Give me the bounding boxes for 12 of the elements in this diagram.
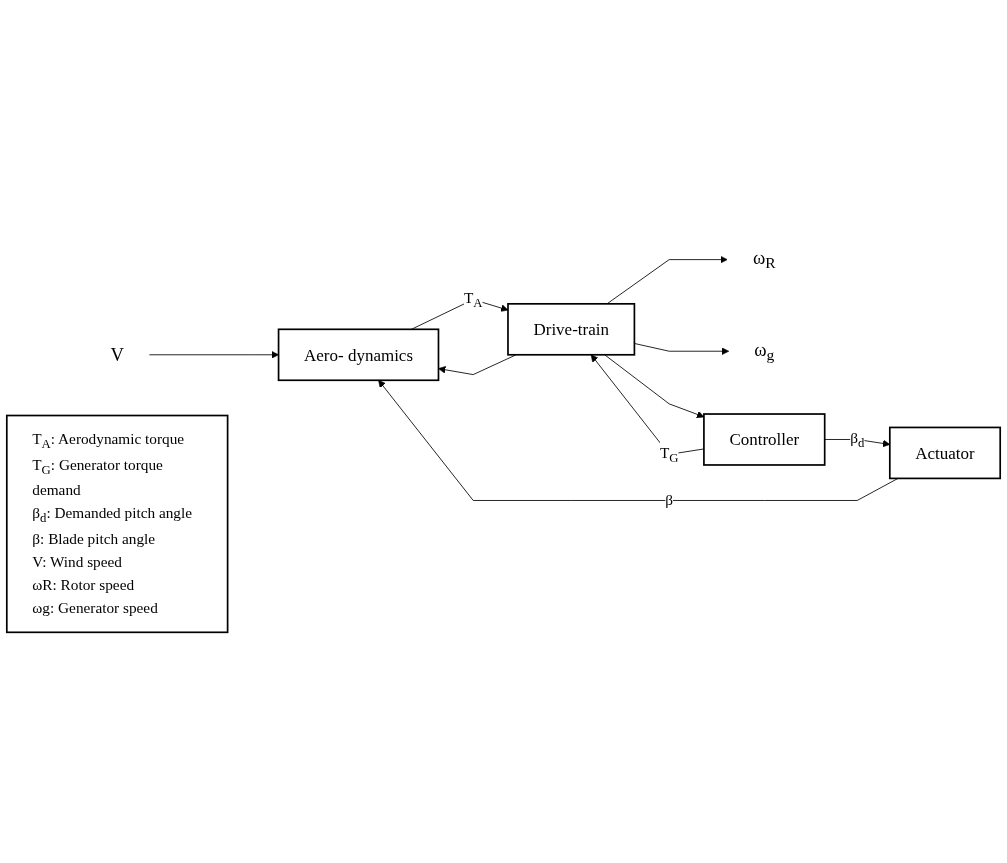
node-text: ω$_{g}$ <box>754 338 775 364</box>
node-box: Actuator <box>888 426 1002 480</box>
node-text: V <box>110 344 124 366</box>
edge-label: β <box>665 491 674 509</box>
edge-label: T$_{G}$ <box>659 444 679 465</box>
node-box: Drive-train <box>507 302 636 356</box>
edge-label: β$_{d}$ <box>850 429 865 450</box>
node-box: Aero- dynamics <box>277 328 440 382</box>
node-text: ω$_{R}$ <box>752 246 776 272</box>
edge-label: T$_{A}$ <box>463 289 483 310</box>
node-box: Controller <box>703 413 826 466</box>
node-box: T$_{A}$: Aerodynamic torque T$_{G}$: Generator torque demand β$_{d}$: Demanded pitch angle β: Blade pitch angle V: Wind speed ωR: Rotor speed ωg: Generator speed <box>5 414 229 634</box>
